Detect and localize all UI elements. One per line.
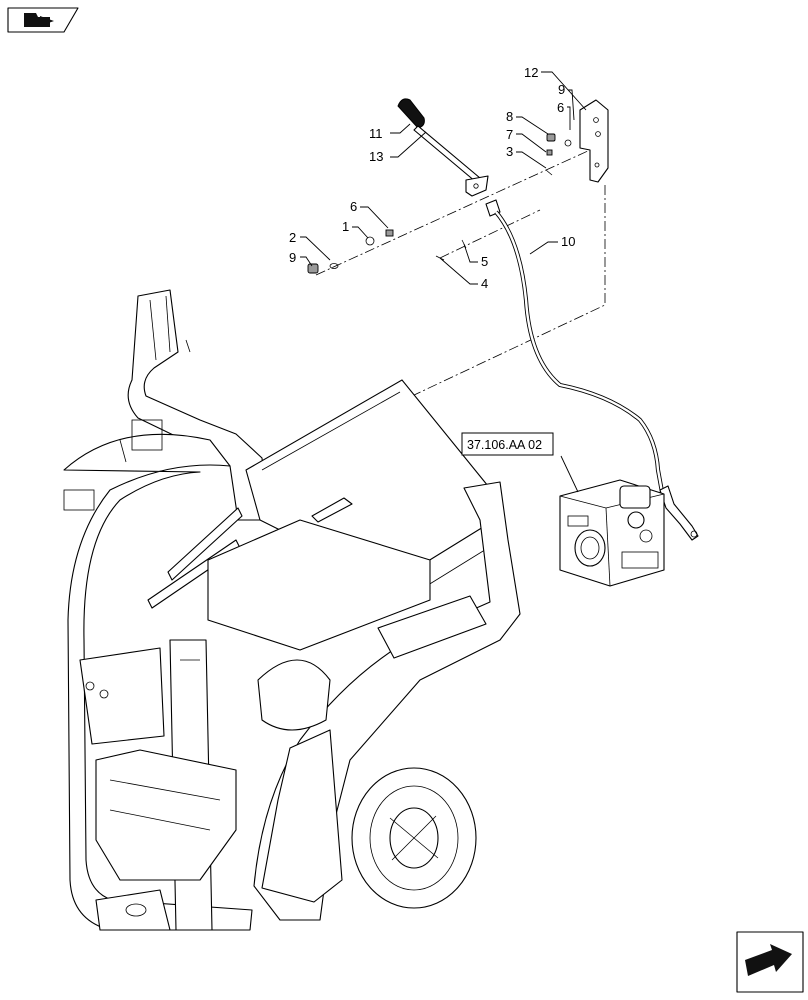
previous-page-icon[interactable] bbox=[7, 7, 79, 33]
cross-reference[interactable]: 37.106.AA 02 bbox=[461, 432, 554, 456]
hand-lever bbox=[397, 98, 489, 197]
callout-9-upper: 9 bbox=[558, 82, 565, 97]
callout-11: 11 bbox=[369, 126, 383, 141]
lever-hardware bbox=[307, 229, 394, 274]
callout-1: 1 bbox=[342, 219, 349, 234]
callout-9-lower: 9 bbox=[289, 250, 296, 265]
callout-6-lower: 6 bbox=[350, 199, 357, 214]
valve-assembly bbox=[559, 479, 665, 587]
callout-8: 8 bbox=[506, 109, 513, 124]
callout-10: 10 bbox=[561, 234, 575, 249]
bracket-hardware bbox=[545, 133, 572, 176]
callout-12: 12 bbox=[524, 65, 538, 80]
control-cable bbox=[485, 199, 699, 541]
next-page-icon[interactable] bbox=[736, 931, 804, 993]
callout-13: 13 bbox=[369, 149, 383, 164]
callout-7: 7 bbox=[506, 127, 513, 142]
leader-lines bbox=[300, 71, 587, 493]
callout-2: 2 bbox=[289, 230, 296, 245]
mounting-bracket bbox=[579, 99, 609, 183]
callout-labels: 12 9 8 6 7 3 11 13 6 1 2 9 5 4 10 bbox=[289, 65, 575, 291]
callout-4: 4 bbox=[481, 276, 488, 291]
callout-3: 3 bbox=[506, 144, 513, 159]
cross-reference-label: 37.106.AA 02 bbox=[467, 438, 542, 452]
callout-6-upper: 6 bbox=[557, 100, 564, 115]
callout-5: 5 bbox=[481, 254, 488, 269]
alignment-lines bbox=[237, 149, 606, 479]
clip-hardware bbox=[435, 239, 467, 261]
tractor-frame bbox=[63, 289, 521, 931]
